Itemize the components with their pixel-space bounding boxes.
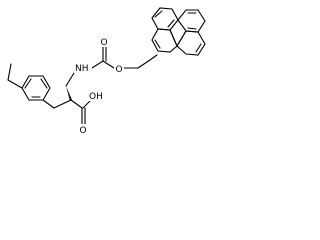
fmoc-linker xyxy=(91,46,158,69)
phenyl-double-2 xyxy=(24,78,32,89)
structure-canvas: O O NH OH O xyxy=(0,0,211,154)
c9-ch2-bond xyxy=(137,59,151,69)
nh-label: NH xyxy=(75,64,89,74)
fluorene-lower-ring-double xyxy=(154,39,161,49)
fluorene-lower-right-ring-double xyxy=(195,43,202,53)
o-ester-label-bg xyxy=(114,63,124,74)
carbonyl-nh-bond xyxy=(91,60,104,69)
o-acid-label-bg xyxy=(78,124,88,135)
fluorene-left-ring xyxy=(151,7,179,31)
ethylphenyl-group xyxy=(7,63,51,101)
o-acid-carbonyl-label: O xyxy=(80,126,87,136)
oh-label-bg xyxy=(88,90,106,101)
phenyl-double-3 xyxy=(40,78,48,89)
molecule-structure: O O NH OH O xyxy=(7,7,206,136)
ca-benzyl-ch2-bond xyxy=(53,99,72,109)
o-carbonyl-bond xyxy=(102,60,115,69)
ch2-c9-connector xyxy=(149,54,158,61)
nh-ch2-bond xyxy=(65,72,75,87)
nh-label-bg xyxy=(74,62,92,73)
benzyl-ch2-ring-bond xyxy=(42,99,55,109)
oh-label: OH xyxy=(89,92,103,102)
fluorene-left-ring-double-1 xyxy=(154,10,163,18)
fluorenyl-group xyxy=(151,7,206,56)
o-carbamate-label-bg xyxy=(99,36,109,47)
ca-carboxyl-bond xyxy=(70,99,83,109)
ethyl-cc-bond xyxy=(7,63,12,81)
fluorene-left-ring-double-2 xyxy=(167,19,175,28)
o-ester-label: O xyxy=(116,65,123,75)
stereo-wedge-bond xyxy=(66,86,72,101)
phenyl-ring xyxy=(21,75,51,101)
carboxyl-oh-bond xyxy=(82,100,91,109)
o-carbamate-carbonyl-label: O xyxy=(101,38,108,48)
fluorene-lower-ring xyxy=(151,28,178,53)
backbone xyxy=(42,72,91,125)
fluorene-right-ring-double-2 xyxy=(187,27,197,30)
fluorene-lower-right-ring xyxy=(176,30,206,56)
ring-ethyl-bond xyxy=(7,79,23,89)
